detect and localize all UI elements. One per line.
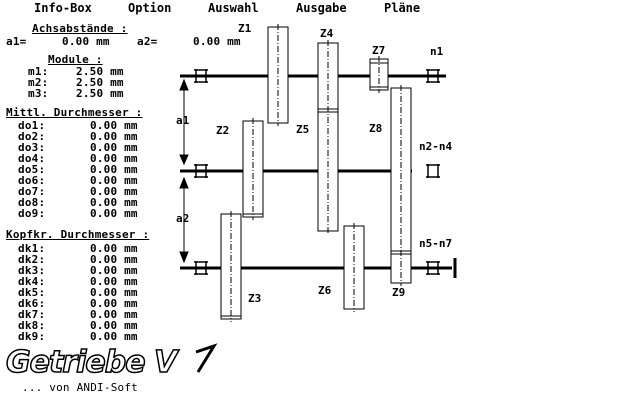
dk-title: Kopfkr. Durchmesser :: [6, 228, 150, 241]
bearings: [194, 69, 440, 275]
label-n2-n4: n2-n4: [419, 140, 452, 153]
dk-value-9: 0.00 mm: [90, 330, 138, 343]
do-label-8: do8:: [18, 196, 46, 209]
menu-option[interactable]: Option: [128, 1, 172, 15]
do-title: Mittl. Durchmesser :: [6, 106, 143, 119]
menu-info-box[interactable]: Info-Box: [34, 1, 92, 15]
logo-subtitle: ... von ANDI-Soft: [22, 381, 138, 394]
do-value-6: 0.00 mm: [90, 174, 138, 187]
do-label-7: do7:: [18, 185, 46, 198]
dk-value-7: 0.00 mm: [90, 308, 138, 321]
a1-value: 0.00 mm: [62, 35, 110, 48]
menu-ausgabe[interactable]: Ausgabe: [296, 1, 347, 15]
label-z6: Z6: [318, 284, 332, 297]
module-value-2: 2.50 mm: [76, 76, 124, 89]
label-a1: a1: [176, 114, 190, 127]
do-label-5: do5:: [18, 163, 46, 176]
do-label-2: do2:: [18, 130, 46, 143]
dk-value-5: 0.00 mm: [90, 286, 138, 299]
dk-label-5: dk5:: [18, 286, 46, 299]
menu-auswahl[interactable]: Auswahl: [208, 1, 259, 15]
do-label-3: do3:: [18, 141, 46, 154]
label-n1: n1: [430, 45, 444, 58]
dk-label-9: dk9:: [18, 330, 46, 343]
label-z1: Z1: [238, 22, 252, 35]
a2-label: a2=: [137, 35, 158, 48]
label-z9: Z9: [392, 286, 405, 299]
dk-label-3: dk3:: [18, 264, 46, 277]
do-value-5: 0.00 mm: [90, 163, 138, 176]
gear-z1: [267, 26, 289, 124]
label-z2: Z2: [216, 124, 229, 137]
label-z7: Z7: [372, 44, 385, 57]
label-z3: Z3: [248, 292, 261, 305]
dk-label-6: dk6:: [18, 297, 46, 310]
dk-value-2: 0.00 mm: [90, 253, 138, 266]
module-label-2: m2:: [28, 76, 49, 89]
a1-label: a1=: [6, 35, 27, 48]
do-value-3: 0.00 mm: [90, 141, 138, 154]
gear-z7: [369, 58, 389, 91]
module-value-1: 2.50 mm: [76, 65, 124, 78]
dk-value-4: 0.00 mm: [90, 275, 138, 288]
do-value-4: 0.00 mm: [90, 152, 138, 165]
gear-z2: [242, 120, 264, 218]
module-value-3: 2.50 mm: [76, 87, 124, 100]
do-label-9: do9:: [18, 207, 46, 220]
dk-label-8: dk8:: [18, 319, 46, 332]
do-label-1: do1:: [18, 119, 46, 132]
dk-label-4: dk4:: [18, 275, 46, 288]
menu-plaene[interactable]: Pläne: [384, 1, 421, 15]
achs-title: Achsabstände :: [32, 22, 128, 35]
label-a2: a2: [176, 212, 189, 225]
a2-value: 0.00 mm: [193, 35, 241, 48]
module-title: Module :: [48, 53, 103, 66]
dk-value-8: 0.00 mm: [90, 319, 138, 332]
do-value-9: 0.00 mm: [90, 207, 138, 220]
logo-swoosh: [195, 343, 218, 373]
do-value-7: 0.00 mm: [90, 185, 138, 198]
dk-value-6: 0.00 mm: [90, 297, 138, 310]
label-z4: Z4: [320, 27, 334, 40]
do-label-4: do4:: [18, 152, 46, 165]
label-z5: Z5: [296, 123, 309, 136]
label-z8: Z8: [369, 122, 382, 135]
dk-label-2: dk2:: [18, 253, 46, 266]
dk-label-7: dk7:: [18, 308, 46, 321]
module-label-3: m3:: [28, 87, 49, 100]
do-value-8: 0.00 mm: [90, 196, 138, 209]
dk-value-3: 0.00 mm: [90, 264, 138, 277]
do-value-1: 0.00 mm: [90, 119, 138, 132]
do-label-6: do6:: [18, 174, 46, 187]
app-logo: Getriebe V: [5, 345, 178, 381]
dk-label-1: dk1:: [18, 242, 46, 255]
do-value-2: 0.00 mm: [90, 130, 138, 143]
dk-value-1: 0.00 mm: [90, 242, 138, 255]
dimension-lines: [179, 78, 189, 264]
module-label-1: m1:: [28, 65, 49, 78]
label-n5-n7: n5-n7: [419, 237, 452, 250]
